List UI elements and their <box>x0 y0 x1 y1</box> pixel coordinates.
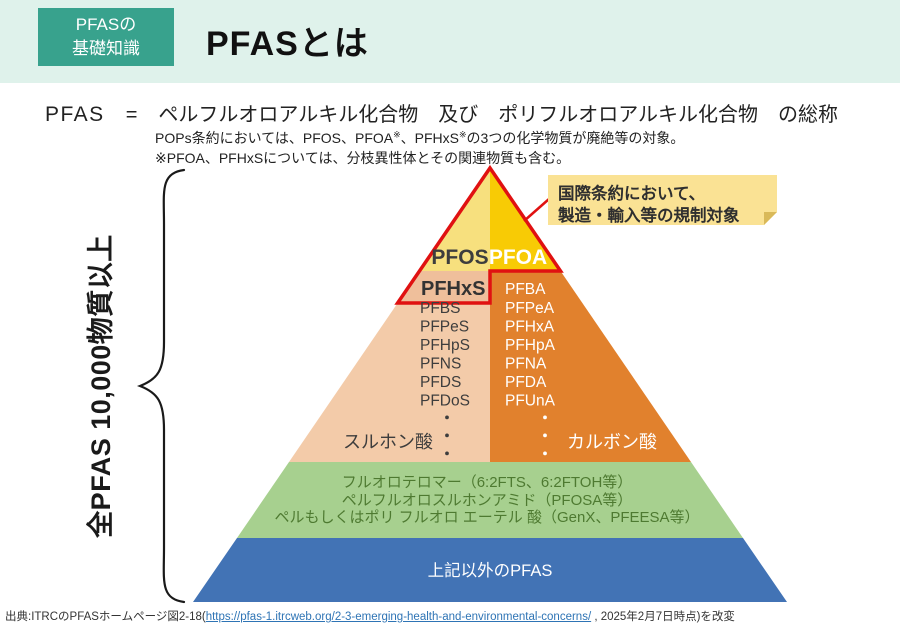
carboxylic-item: PFPeA <box>505 300 555 317</box>
pops-note-pre: POPs条約においては、PFOS、PFOA <box>155 130 394 146</box>
ellipsis-dot: ・ <box>537 410 552 427</box>
brace <box>136 168 186 604</box>
sulfonic-item: PFPeS <box>420 319 469 336</box>
callout-box <box>548 175 777 225</box>
definition-line: PFAS = ペルフルオロアルキル化合物 及び ポリフルオロアルキル化合物 の総称 <box>45 98 838 127</box>
other-pfas-label: 上記以外のPFAS <box>428 561 553 580</box>
ellipsis-dot: ・ <box>537 446 552 463</box>
pyramid-cell-pfhxs <box>397 271 490 303</box>
sulfonic-acid-label: スルホン酸 <box>343 432 433 452</box>
ether-layer-line3: ペルもしくはポリ フルオロ エーテル 酸（GenX、PFEESA等） <box>274 508 699 526</box>
carboxylic-item: PFHpA <box>505 337 556 354</box>
ellipsis-dot: ・ <box>537 428 552 445</box>
source-suffix: , 2025年2月7日時点)を改変 <box>591 611 735 623</box>
regulated-substances-outline <box>394 164 564 305</box>
carboxylic-acid-label: カルボン酸 <box>567 432 657 452</box>
callout-connector-line <box>523 198 550 222</box>
callout-folded-corner <box>764 212 777 225</box>
header-band: PFASの 基礎知識 PFASとは <box>0 0 900 83</box>
pyramid-layer-carboxylic <box>490 271 691 462</box>
pyramid-layer-ether <box>237 462 743 538</box>
equals-sign: = <box>125 104 138 126</box>
badge-line2: 基礎知識 <box>72 39 140 58</box>
carboxylic-item: PFDA <box>505 374 547 391</box>
pops-note-mid: 、PFHxS <box>400 130 459 146</box>
label-pfos: PFOS <box>431 246 488 269</box>
callout-line1: 国際条約において、 <box>558 183 705 203</box>
sulfonic-item: PFHpS <box>420 337 470 354</box>
ellipsis-dot: ・ <box>439 410 454 427</box>
sulfonic-item: PFBS <box>420 300 460 317</box>
pyramid-layer-other <box>193 538 787 602</box>
definition-term: PFAS <box>45 103 105 126</box>
lesson-badge: PFASの 基礎知識 <box>38 8 174 66</box>
reference-mark: ※ <box>459 129 467 140</box>
sulfonic-item: PFDS <box>420 374 461 391</box>
definition-summary: ペルフルオロアルキル化合物 及び ポリフルオロアルキル化合物 の総称 <box>158 104 838 126</box>
pyramid-layer-sulfonic <box>289 271 490 462</box>
carboxylic-item: PFBA <box>505 281 546 298</box>
source-link[interactable]: https://pfas-1.itrcweb.org/2-3-emerging-… <box>205 611 592 623</box>
pops-note: POPs条約においては、PFOS、PFOA※、PFHxS※の3つの化学物質が廃絶… <box>155 128 684 148</box>
ether-layer-line2: ペルフルオロスルホンアミド（PFOSA等） <box>342 491 633 509</box>
sulfonic-item: PFNS <box>420 356 461 373</box>
source-prefix: 出典:ITRCのPFASホームページ図2-18( <box>5 611 206 623</box>
carboxylic-item: PFHxA <box>505 319 555 336</box>
carboxylic-item: PFUnA <box>505 393 556 410</box>
ether-layer-line1: フルオロテロマー（6:2FTS、6:2FTOH等） <box>342 473 633 491</box>
source-citation: 出典:ITRCのPFASホームページ図2-18(https://pfas-1.i… <box>5 608 735 624</box>
page-title: PFASとは <box>206 25 369 63</box>
ellipsis-dot: ・ <box>439 446 454 463</box>
reference-mark: ※ <box>393 129 401 140</box>
pops-note-post: の3つの化学物質が廃絶等の対象。 <box>466 130 685 146</box>
label-pfhxs: PFHxS <box>421 278 485 300</box>
footnote: ※PFOA、PFHxSについては、分枝異性体とその関連物質も含む。 <box>155 150 571 166</box>
callout-line2: 製造・輸入等の規制対象 <box>557 205 740 225</box>
carboxylic-item: PFNA <box>505 356 547 373</box>
ellipsis-dot: ・ <box>439 428 454 445</box>
badge-line1: PFASの <box>75 15 137 35</box>
sulfonic-item: PFDoS <box>420 393 470 410</box>
label-pfoa: PFOA <box>489 246 547 269</box>
